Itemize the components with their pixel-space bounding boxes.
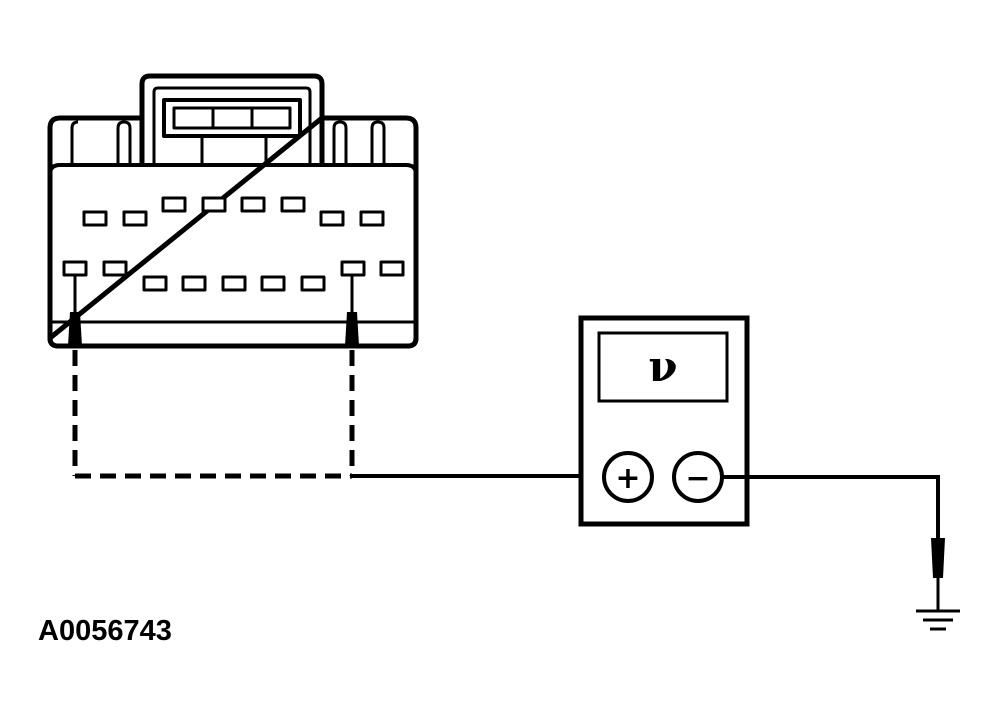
jumper-wire-dashed [72, 350, 355, 479]
connector-face [48, 163, 418, 175]
connector-latch-frame [162, 98, 302, 138]
probe-right [345, 275, 359, 346]
figure-id: A0056743 [38, 615, 172, 647]
positive-terminal [602, 451, 654, 503]
connector-lock-tab-inner [152, 86, 312, 165]
connector-latch-slot [172, 106, 292, 130]
terminal-row-lower [62, 260, 405, 292]
voltmeter-symbol: ν [648, 342, 677, 391]
voltmeter-display [597, 331, 729, 403]
ground-lead [722, 475, 945, 610]
terminal-row-upper [82, 196, 385, 227]
ground-icon [916, 609, 960, 631]
voltmeter: ν + − [578, 315, 750, 527]
ground-probe [931, 538, 945, 578]
negative-terminal-glyph: − [685, 461, 710, 496]
connector [47, 73, 419, 349]
probe-left [68, 275, 82, 346]
positive-terminal-glyph: + [615, 461, 640, 496]
